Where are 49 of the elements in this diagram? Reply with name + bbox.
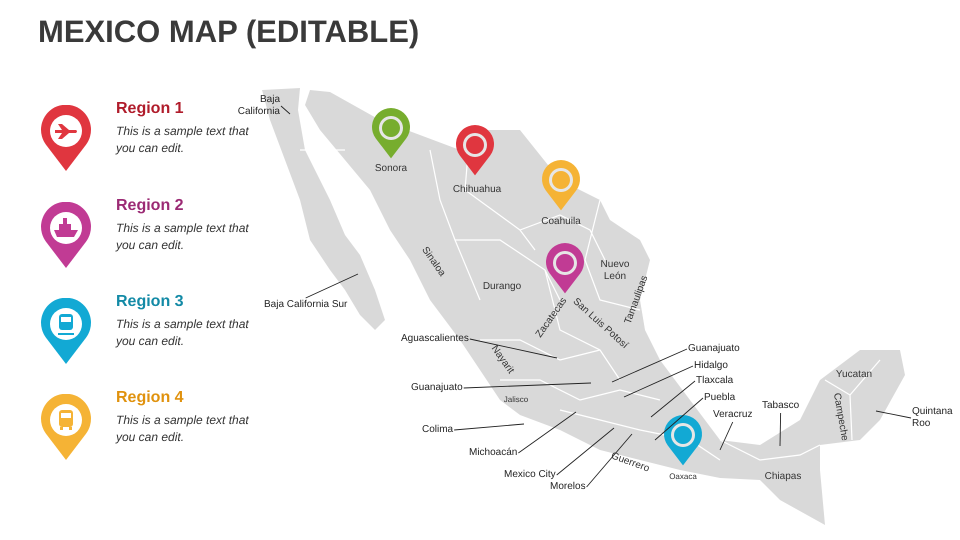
- leader-line: [586, 434, 632, 488]
- leader-line: [654, 398, 704, 440]
- state-name: Nuevo León: [600, 259, 630, 282]
- state-label: Tabasco: [762, 400, 800, 412]
- leader-line: [720, 422, 734, 450]
- state-label: Tlaxcala: [696, 375, 734, 387]
- state-label: Guanajuato: [411, 382, 463, 394]
- region-title: Region 4: [116, 389, 184, 407]
- state-label: Quintana Roo: [912, 406, 956, 430]
- state-name: Coahuila: [541, 216, 581, 228]
- state-label: Aguascalientes: [401, 333, 469, 345]
- state-name: Oaxaca: [669, 471, 697, 483]
- state-label: Guanajuato: [688, 343, 740, 355]
- leader-line: [876, 410, 912, 418]
- state-name: Jalisco: [504, 394, 528, 406]
- region-description: This is a sample text that you can edit.: [116, 412, 250, 446]
- state-label: Baja California: [224, 94, 280, 118]
- state-label: Hidalgo: [694, 360, 728, 372]
- state-name: Durango: [482, 281, 522, 293]
- state-name: Yucatan: [836, 369, 872, 381]
- state-label: Baja California Sur: [264, 299, 348, 311]
- slide-title: MEXICO MAP (EDITABLE): [38, 14, 420, 50]
- region-title: Region 3: [116, 293, 184, 311]
- leader-line: [612, 348, 688, 382]
- leader-line: [469, 338, 558, 358]
- state-label: Veracruz: [713, 409, 752, 421]
- leader-line: [454, 424, 524, 430]
- state-name: Chihuahua: [452, 184, 502, 196]
- region-description: This is a sample text that you can edit.: [116, 316, 250, 350]
- state-label: Colima: [422, 424, 454, 436]
- region-description: This is a sample text that you can edit.: [116, 220, 250, 254]
- state-label: Morelos: [550, 481, 586, 493]
- leader-line: [624, 366, 694, 398]
- region-title: Region 1: [116, 100, 184, 118]
- region-description: This is a sample text that you can edit.: [116, 123, 250, 157]
- state-name: Chiapas: [764, 471, 802, 483]
- state-name: Sonora: [374, 163, 408, 175]
- leader-line: [780, 412, 782, 446]
- leader-line: [280, 106, 290, 114]
- leader-line: [305, 274, 358, 298]
- state-label: Michoacán: [469, 447, 518, 459]
- state-name: Campeche: [830, 392, 850, 442]
- leader-line: [518, 412, 576, 454]
- leader-line: [650, 380, 696, 418]
- state-label: Puebla: [704, 392, 736, 404]
- leader-line: [463, 382, 592, 388]
- state-label: Mexico City: [504, 469, 556, 481]
- leader-line: [556, 428, 614, 476]
- region-title: Region 2: [116, 197, 184, 215]
